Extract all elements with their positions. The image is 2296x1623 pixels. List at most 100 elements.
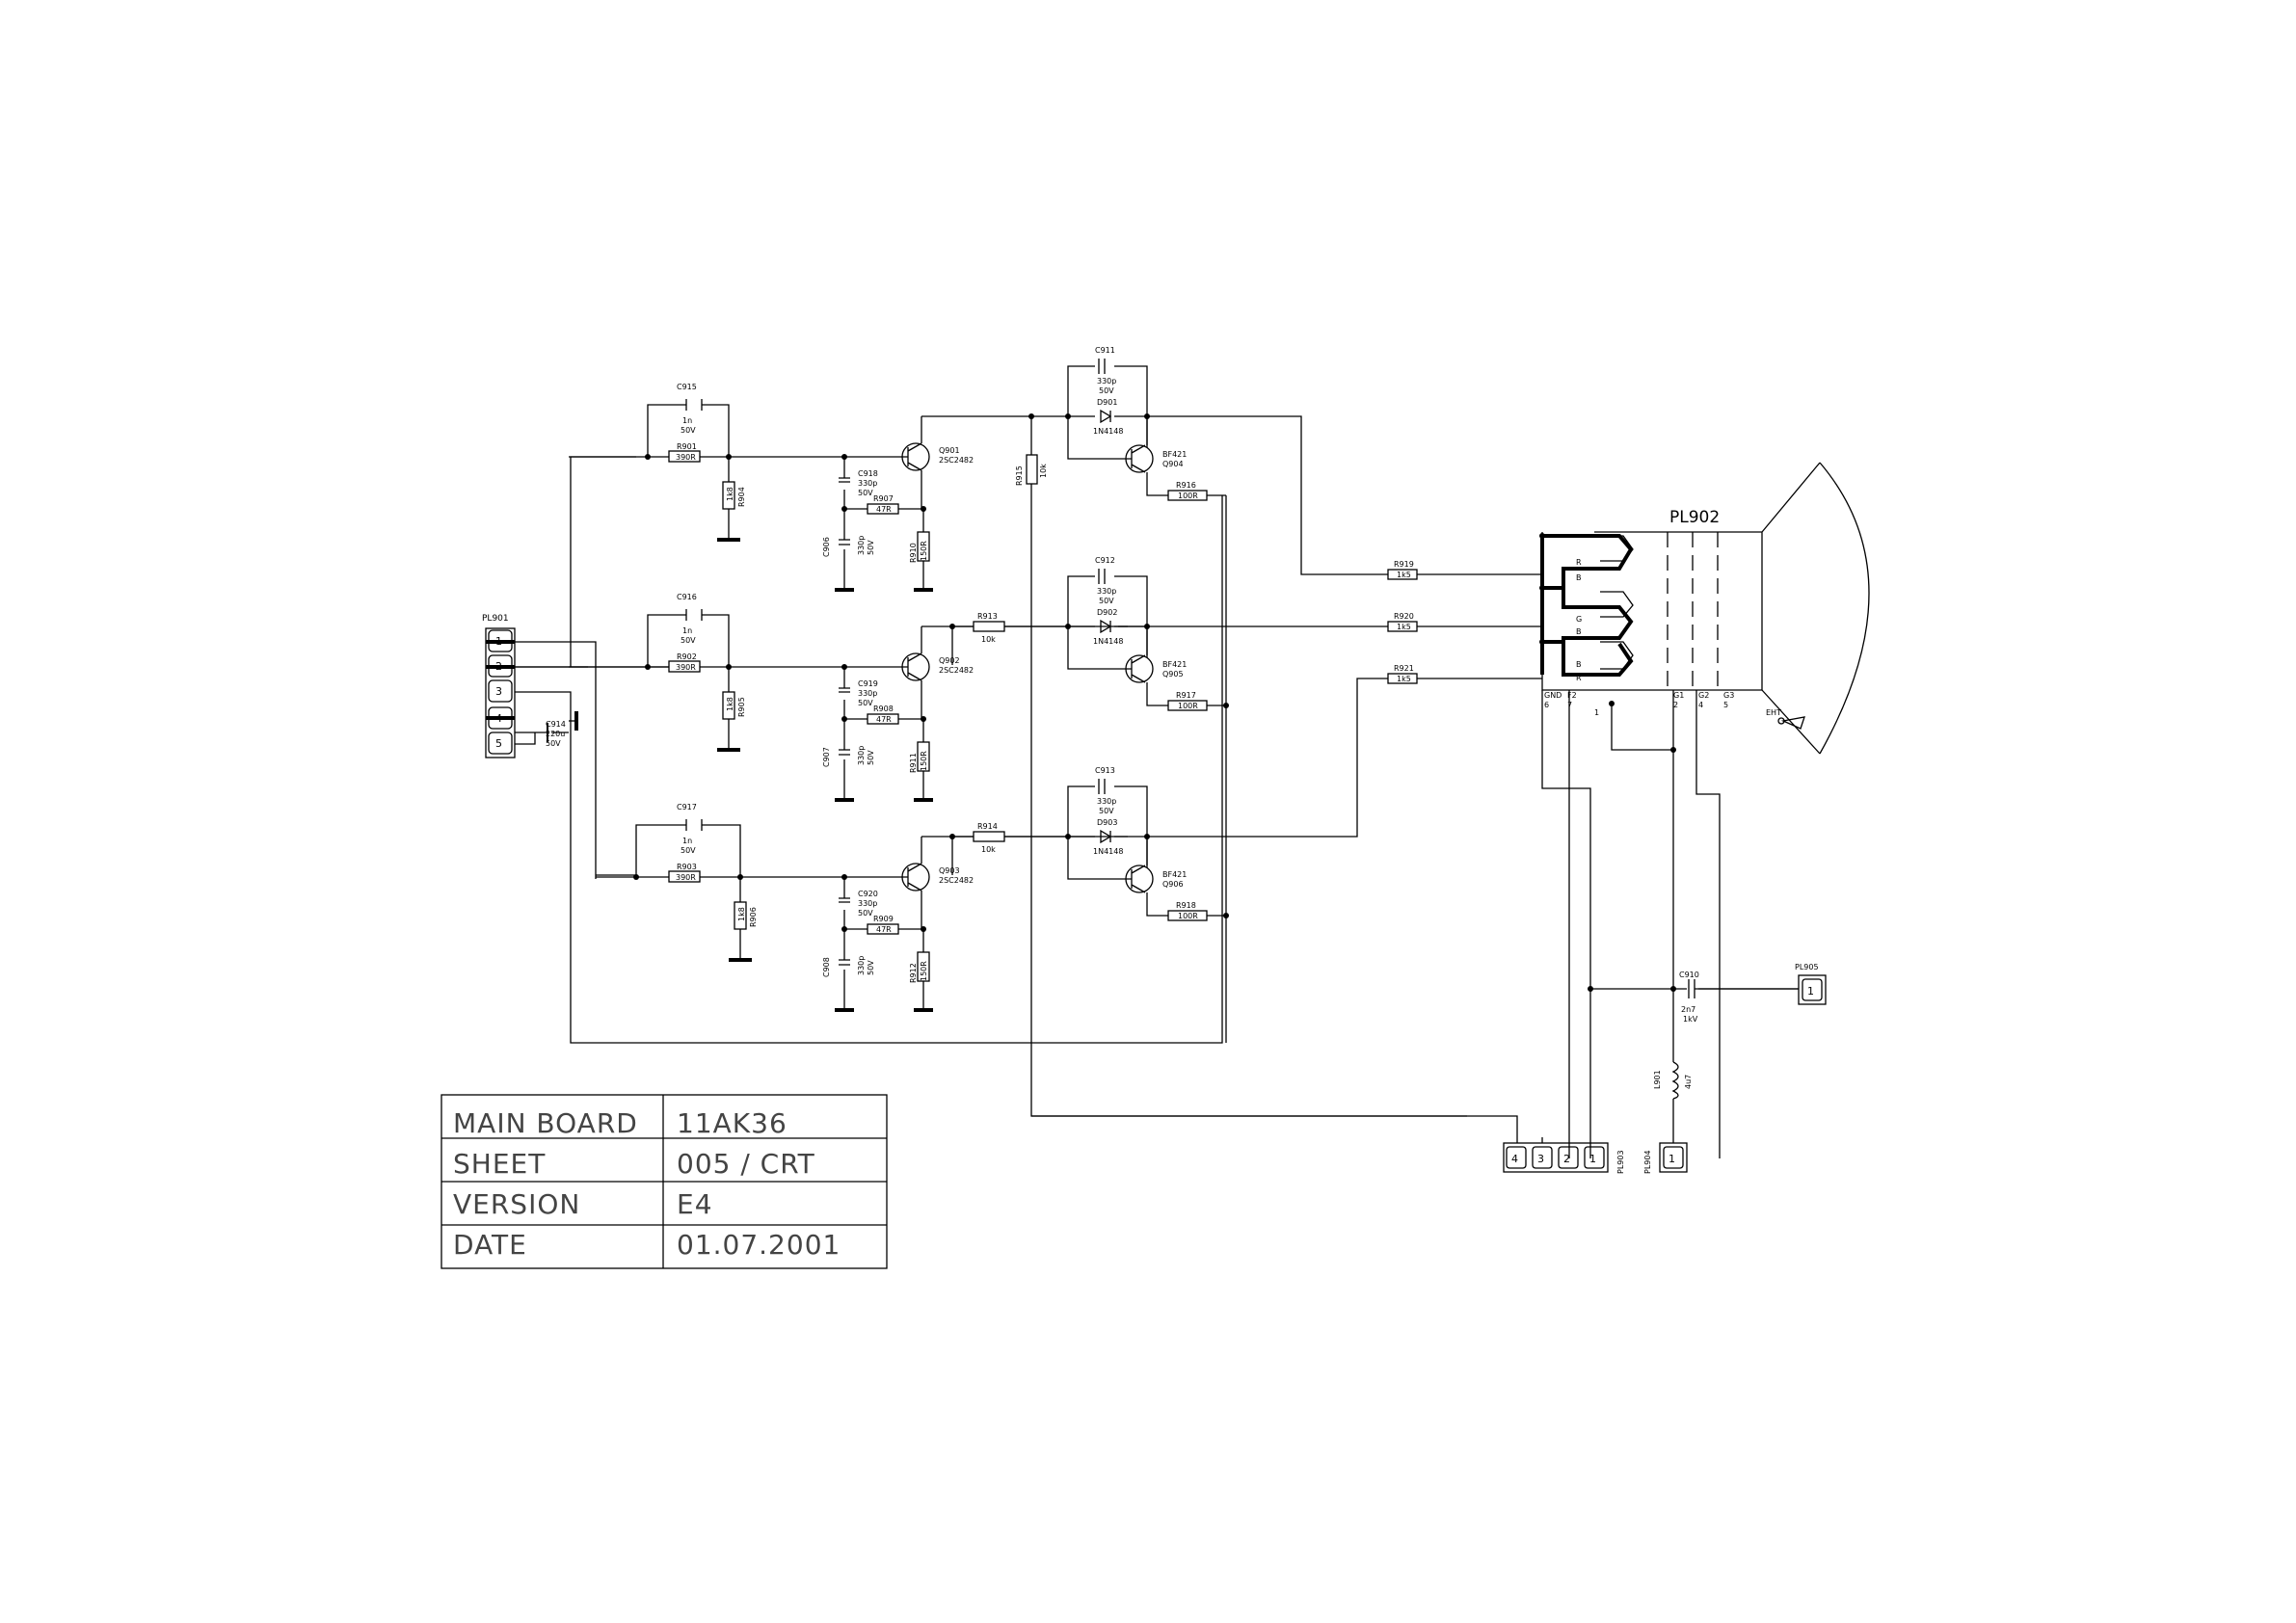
svg-text:50V: 50V: [681, 636, 696, 645]
svg-text:D902: D902: [1097, 608, 1117, 617]
svg-text:PL905: PL905: [1795, 963, 1819, 971]
crt-socket-pl902: PL902 R B G B B R GND 6 F2 7 G1 2 G2 4 G…: [1540, 462, 1870, 755]
svg-text:330p: 330p: [858, 479, 877, 488]
channel-1: C915 1n 50V R901 390R 1k8 R904 C918 330p…: [569, 346, 1226, 592]
svg-text:10k: 10k: [1039, 464, 1048, 478]
svg-text:R914: R914: [977, 822, 998, 831]
svg-text:R916: R916: [1176, 481, 1196, 490]
resistor-r920: R920 1k5: [1387, 612, 1418, 632]
title-value-date: 01.07.2001: [677, 1229, 841, 1261]
resistor-r913: R913 10k: [951, 612, 1031, 665]
svg-text:50V: 50V: [681, 846, 696, 855]
svg-text:Q906: Q906: [1162, 880, 1184, 889]
connector-pl904: 1 PL904: [1643, 1142, 1688, 1174]
svg-text:150R: 150R: [920, 541, 928, 561]
svg-text:BF421: BF421: [1162, 870, 1187, 879]
svg-text:50V: 50V: [546, 739, 561, 748]
pl901-label: PL901: [482, 614, 509, 624]
svg-text:Q902: Q902: [939, 656, 960, 665]
svg-text:Q901: Q901: [939, 446, 960, 455]
svg-text:50V: 50V: [867, 750, 875, 765]
capacitor-c914: C914 220u 50V: [515, 711, 578, 748]
svg-text:GND: GND: [1544, 691, 1562, 700]
pl901-pin-5: 5: [488, 732, 513, 755]
svg-text:2n7: 2n7: [1681, 1005, 1695, 1014]
title-value-sheet: 005 / CRT: [677, 1148, 815, 1180]
svg-text:150R: 150R: [920, 751, 928, 771]
svg-text:47R: 47R: [876, 715, 892, 724]
svg-text:4u7: 4u7: [1684, 1075, 1693, 1089]
svg-text:50V: 50V: [867, 540, 875, 555]
title-value-board: 11AK36: [677, 1107, 788, 1139]
svg-text:330p: 330p: [857, 746, 866, 765]
svg-text:6: 6: [1544, 701, 1549, 709]
svg-text:47R: 47R: [876, 925, 892, 934]
svg-text:2: 2: [1673, 701, 1678, 709]
svg-text:330p: 330p: [1097, 797, 1116, 806]
svg-text:C910: C910: [1679, 971, 1699, 979]
pl903-pin-4: 4: [1506, 1146, 1527, 1169]
svg-text:1N4148: 1N4148: [1093, 847, 1123, 856]
svg-text:R909: R909: [873, 915, 894, 923]
svg-text:1k8: 1k8: [726, 487, 734, 501]
svg-text:390R: 390R: [676, 453, 696, 462]
svg-text:BF421: BF421: [1162, 450, 1187, 459]
svg-text:1: 1: [1807, 985, 1814, 998]
svg-text:50V: 50V: [867, 960, 875, 975]
inductor-l901: L901 4u7: [1653, 989, 1693, 1143]
svg-text:R921: R921: [1394, 664, 1414, 673]
svg-text:B: B: [1576, 660, 1582, 669]
svg-text:R902: R902: [677, 652, 697, 661]
svg-text:1k5: 1k5: [1397, 571, 1411, 579]
svg-text:50V: 50V: [858, 909, 873, 918]
svg-text:1: 1: [1594, 708, 1599, 717]
svg-text:1N4148: 1N4148: [1093, 427, 1123, 436]
svg-text:C916: C916: [677, 593, 697, 601]
svg-text:390R: 390R: [676, 663, 696, 672]
channel-2: C916 1n 50V R902 390R 1k8 R905 C919 330p…: [569, 556, 1226, 802]
svg-text:G1: G1: [1673, 691, 1684, 700]
svg-text:1k5: 1k5: [1397, 675, 1411, 683]
svg-text:L901: L901: [1653, 1070, 1662, 1089]
svg-text:F2: F2: [1567, 691, 1577, 700]
svg-text:100R: 100R: [1178, 702, 1198, 710]
svg-text:B: B: [1576, 627, 1582, 636]
svg-text:1n: 1n: [682, 837, 692, 845]
svg-text:EHT: EHT: [1766, 708, 1781, 717]
resistor-r919: R919 1k5: [1387, 560, 1418, 580]
svg-text:G3: G3: [1723, 691, 1734, 700]
svg-text:50V: 50V: [681, 426, 696, 435]
svg-text:3: 3: [1537, 1153, 1544, 1165]
svg-text:1k5: 1k5: [1397, 623, 1411, 631]
svg-text:C908: C908: [822, 957, 831, 977]
svg-text:R: R: [1576, 558, 1582, 567]
svg-text:2SC2482: 2SC2482: [939, 876, 974, 885]
svg-text:50V: 50V: [1099, 597, 1114, 605]
svg-text:3: 3: [495, 685, 502, 698]
svg-text:1: 1: [1589, 1153, 1596, 1165]
svg-text:R904: R904: [737, 487, 746, 507]
svg-text:G2: G2: [1698, 691, 1709, 700]
svg-text:100R: 100R: [1178, 912, 1198, 920]
resistor-r915: R915 10k: [1015, 454, 1048, 486]
title-label-main-board: MAIN BOARD: [453, 1107, 638, 1139]
pl901-pin-3: 3: [488, 679, 513, 703]
svg-text:R905: R905: [737, 697, 746, 717]
svg-text:R918: R918: [1176, 901, 1196, 910]
svg-text:R901: R901: [677, 442, 697, 451]
svg-text:1kV: 1kV: [1683, 1015, 1698, 1024]
svg-text:B: B: [1576, 573, 1582, 582]
svg-text:C919: C919: [858, 679, 878, 688]
svg-text:R: R: [1576, 674, 1582, 682]
pl903-pin-1: 1: [1584, 1146, 1605, 1169]
svg-text:G: G: [1576, 615, 1582, 624]
svg-text:220u: 220u: [546, 730, 565, 738]
resistor-r914: R914 10k: [951, 822, 1031, 875]
svg-text:Q905: Q905: [1162, 670, 1184, 678]
channel-3: C917 1n 50V R903 390R 1k8 R906 C920 330p…: [596, 766, 1226, 1012]
svg-text:390R: 390R: [676, 873, 696, 882]
svg-text:R906: R906: [749, 907, 758, 927]
svg-text:330p: 330p: [857, 536, 866, 555]
connector-pl903: 4 3 2 1 PL903: [1503, 1142, 1625, 1174]
svg-text:330p: 330p: [1097, 587, 1116, 596]
